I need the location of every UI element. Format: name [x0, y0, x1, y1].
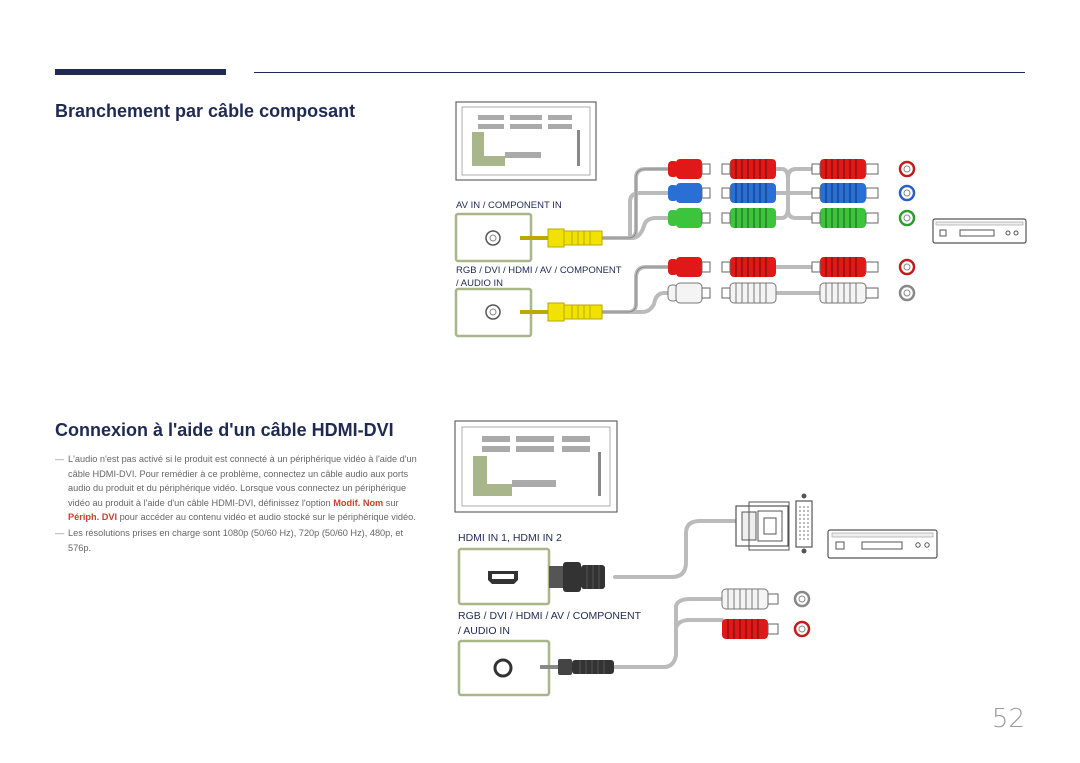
video-device-icon	[932, 218, 1027, 244]
section-title-hdmi-dvi: Connexion à l'aide d'un câble HDMI-DVI	[55, 420, 394, 440]
hdmi-in-port	[457, 547, 551, 606]
audio-minijack-plug	[540, 659, 614, 675]
audio-in-port-hdmi	[457, 639, 551, 697]
dvi-plug	[735, 501, 790, 551]
rca-plugs-left	[667, 158, 711, 304]
header-accent-bar	[55, 69, 226, 75]
device-jacks	[898, 160, 916, 302]
note-resolutions: ―Les résolutions prises en charge sont 1…	[55, 527, 404, 553]
rca-plugs-middle	[721, 158, 777, 304]
component-cables	[600, 167, 822, 314]
header-rule	[254, 72, 1025, 73]
section-title-component: Branchement par câble composant	[55, 101, 356, 121]
hdmi-cables	[611, 519, 738, 669]
option-periph-dvi: Périph. DVI	[68, 512, 118, 523]
yellow-video-plug-av	[520, 228, 603, 248]
option-modif-nom: Modif. Nom	[333, 497, 384, 508]
display-back-panel	[455, 101, 597, 181]
notes: ―L'audio n'est pas activé si le produit …	[55, 452, 427, 556]
label-rgb-audio-in-2: / AUDIO IN	[456, 278, 503, 289]
audio-in-port	[454, 287, 533, 338]
label-rgb-audio-in-hdmi-2: / AUDIO IN	[458, 625, 510, 637]
note-audio: ―L'audio n'est pas activé si le produit …	[55, 454, 417, 523]
label-rgb-audio-in-1: RGB / DVI / HDMI / AV / COMPONENT	[456, 265, 622, 276]
page-number: 52	[991, 704, 1025, 734]
dvi-port	[795, 493, 813, 554]
rca-plugs-hdmi-audio	[721, 588, 779, 639]
display-back-panel-hdmi	[454, 420, 618, 513]
av-component-port	[454, 212, 533, 263]
rca-plugs-right	[811, 158, 879, 304]
label-hdmi-in: HDMI IN 1, HDMI IN 2	[458, 532, 562, 544]
yellow-audio-plug	[520, 302, 603, 322]
label-rgb-audio-in-hdmi-1: RGB / DVI / HDMI / AV / COMPONENT	[458, 610, 642, 622]
label-av-component-in: AV IN / COMPONENT IN	[456, 200, 562, 211]
device-audio-jacks	[793, 590, 811, 638]
video-device-icon-hdmi	[827, 529, 938, 559]
hdmi-plug	[549, 562, 605, 592]
